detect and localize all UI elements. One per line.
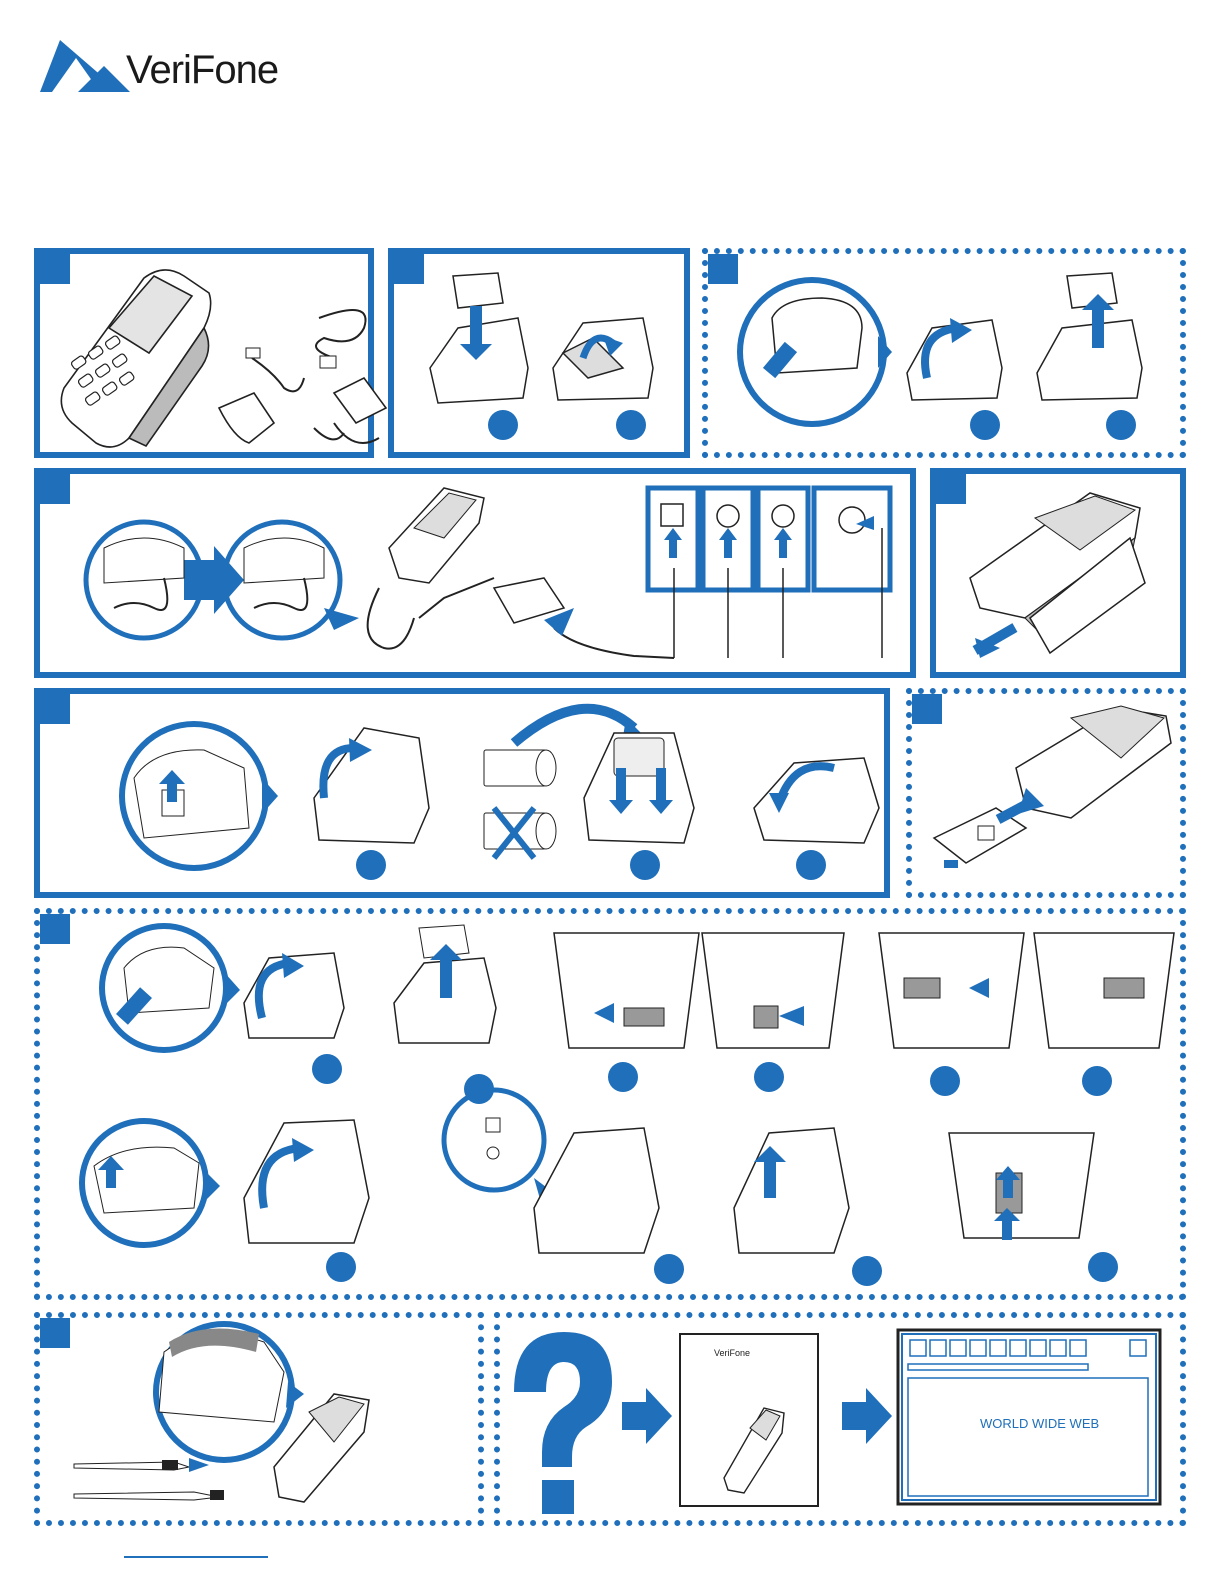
box-contents-illustration bbox=[34, 248, 374, 458]
insert-card-illustration bbox=[906, 688, 1186, 898]
sim-sam-illustration bbox=[34, 908, 1186, 1300]
panel-stylus bbox=[34, 1312, 484, 1526]
panel-connect-power bbox=[34, 468, 916, 678]
step-number-marker bbox=[1082, 1066, 1112, 1096]
panel-help: VeriFone WORLD WIDE WEB bbox=[494, 1312, 1186, 1526]
stylus-illustration bbox=[34, 1312, 484, 1526]
step-number-marker bbox=[852, 1256, 882, 1286]
step-number-marker bbox=[356, 850, 386, 880]
panel-insert-battery bbox=[388, 248, 690, 458]
logo-wordmark: VeriFone bbox=[126, 48, 278, 93]
guide-logo-text: VeriFone bbox=[714, 1348, 750, 1358]
step-number-marker bbox=[630, 850, 660, 880]
step-number-marker bbox=[1106, 410, 1136, 440]
load-paper-illustration bbox=[34, 688, 890, 898]
step-number-marker bbox=[312, 1054, 342, 1084]
step-number-marker bbox=[970, 410, 1000, 440]
remove-film-illustration bbox=[930, 468, 1186, 678]
guide-terminal-illustration bbox=[714, 1398, 794, 1498]
footer-rule bbox=[124, 1556, 268, 1558]
step-number-marker bbox=[930, 1066, 960, 1096]
step-number-marker bbox=[326, 1252, 356, 1282]
step-number-marker bbox=[616, 410, 646, 440]
step-number-marker bbox=[796, 850, 826, 880]
panel-box-contents bbox=[34, 248, 374, 458]
verifone-logo: VeriFone bbox=[38, 36, 298, 100]
step-number-marker bbox=[488, 410, 518, 440]
step-number-marker bbox=[464, 1074, 494, 1104]
panel-insert-card bbox=[906, 688, 1186, 898]
connect-power-illustration bbox=[34, 468, 916, 678]
browser-content-text: WORLD WIDE WEB bbox=[980, 1416, 1099, 1431]
panel-remove-protective-film bbox=[930, 468, 1186, 678]
step-number-marker bbox=[1088, 1252, 1118, 1282]
panel-install-sim-sam bbox=[34, 908, 1186, 1300]
panel-load-paper bbox=[34, 688, 890, 898]
step-number-marker bbox=[608, 1062, 638, 1092]
step-number-marker bbox=[654, 1254, 684, 1284]
panel-remove-battery bbox=[702, 248, 1186, 458]
step-number-marker bbox=[754, 1062, 784, 1092]
